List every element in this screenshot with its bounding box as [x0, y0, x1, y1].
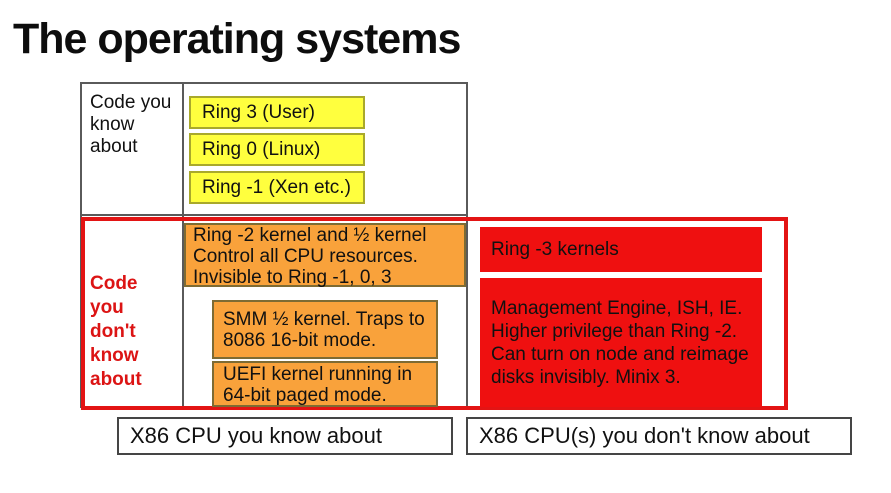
- uefi-kernel-box: UEFI kernel running in 64-bit paged mode…: [212, 361, 438, 407]
- table-divider-vertical: [182, 82, 184, 408]
- x86-cpu-unknown-box: X86 CPU(s) you don't know about: [466, 417, 852, 455]
- ring-minus1-xen-box: Ring -1 (Xen etc.): [189, 171, 365, 204]
- smm-kernel-box: SMM ½ kernel. Traps to 8086 16-bit mode.: [212, 300, 438, 359]
- code-you-dont-know-region-outline: [81, 217, 788, 410]
- ring3-user-box: Ring 3 (User): [189, 96, 365, 129]
- x86-cpu-known-box: X86 CPU you know about: [117, 417, 453, 455]
- management-engine-box: Management Engine, ISH, IE. Higher privi…: [480, 278, 762, 407]
- ring-minus3-kernels-box: Ring -3 kernels: [480, 227, 762, 272]
- ring0-linux-box: Ring 0 (Linux): [189, 133, 365, 166]
- code-you-know-about-label: Code you know about: [90, 92, 172, 157]
- page-title: The operating systems: [13, 15, 461, 63]
- code-you-dont-know-about-label: Code you don't know about: [90, 273, 142, 390]
- ring-minus2-kernel-box: Ring -2 kernel and ½ kernel Control all …: [184, 223, 466, 288]
- table-divider-horizontal: [80, 214, 468, 216]
